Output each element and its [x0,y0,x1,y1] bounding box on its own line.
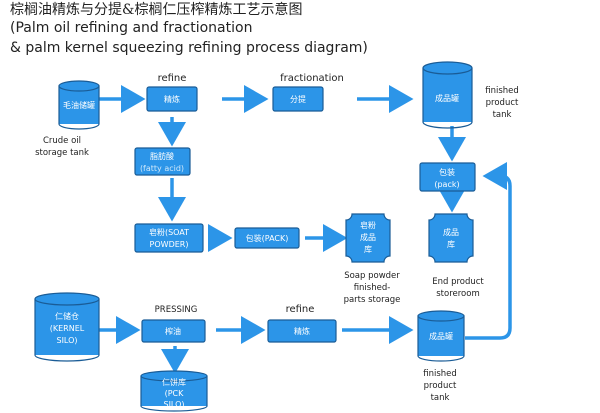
pck-silo-en1: (PCK [165,389,185,398]
pck-silo-cn: 仁饼库 [162,377,186,387]
title-english-line2: & palm kernel squeezing refining process… [10,40,368,56]
crude-caption-1: Crude oil [43,136,81,146]
pressing-caption: PRESSING [155,305,198,315]
finished-top-caption-3: tank [493,110,512,120]
refine-top-label: 精炼 [164,94,180,104]
finished-bottom-caption-3: tank [431,393,450,403]
soap-store-line2: 成品 [360,232,376,242]
finished-top-caption-2: product [486,98,519,108]
pack-middle-label: 包装(PACK) [246,233,289,243]
finished-top-caption-1: finished [485,86,519,96]
fatty-acid-en: (fatty acid) [140,164,184,173]
refine-bottom-caption: refine [286,304,315,315]
pressing-box [141,319,206,343]
finished-bottom-caption-2: product [424,381,457,391]
refine-bottom-label: 精炼 [294,326,310,336]
pack-right-cn: 包装 [439,167,455,177]
pck-silo [140,370,208,412]
soap-store-caption-2: finished- [354,283,391,293]
end-store-caption-1: End product [432,277,484,287]
arrow-tank2-loop-to-pack [465,162,512,340]
title-chinese: 棕榈油精炼与分提&棕榈仁压榨精炼工艺示意图 [10,2,303,18]
soap-powder-en: POWDER) [150,240,189,249]
crude-caption-2: storage tank [35,148,89,158]
refine-box-top [146,86,198,112]
soap-store-caption-3: parts storage [344,295,401,305]
soap-store-line3: 库 [364,244,372,254]
finished-tank-top [422,61,473,129]
pack-box-middle [234,227,300,249]
refine-top-caption: refine [158,73,187,84]
finished-bottom-caption-1: finished [423,369,457,379]
pack-right-en: (pack) [434,180,459,189]
title-english-line1: (Palm oil refining and fractionation [10,20,253,36]
end-product-store-box [428,213,474,263]
finished-tank-top-label: 成品罐 [435,93,459,103]
soap-store-box [345,213,391,263]
soap-store-line1: 皂粉 [360,220,376,230]
finished-tank-bottom-label: 成品罐 [429,331,453,341]
soap-powder-box [134,223,204,253]
soap-store-caption-1: Soap powder [344,271,400,281]
crude-tank-label: 毛油储罐 [63,100,95,110]
end-store-caption-2: storeroom [436,289,480,299]
fatty-acid-cn: 脂肪酸 [150,151,174,161]
fatty-acid-box [134,147,191,176]
refine-box-bottom [267,319,337,343]
fractionation-label: 分提 [290,94,306,104]
fractionation-caption: fractionation [280,73,344,84]
fractionation-box [272,86,324,112]
pack-box-right [419,162,476,192]
finished-tank-bottom [417,310,465,362]
kernel-silo-en1: (KERNEL [50,324,85,333]
kernel-silo [34,292,100,362]
pressing-label: 榨油 [165,326,181,336]
kernel-silo-cn: 仁储仓 [55,311,79,321]
crude-oil-tank [58,80,100,130]
soap-powder-cn: 皂粉(SOAT [149,227,189,237]
end-store-line2: 库 [447,239,455,249]
end-store-line1: 成品 [443,227,459,237]
pck-silo-en2: SILO) [163,400,184,409]
kernel-silo-en2: SILO) [56,336,77,345]
